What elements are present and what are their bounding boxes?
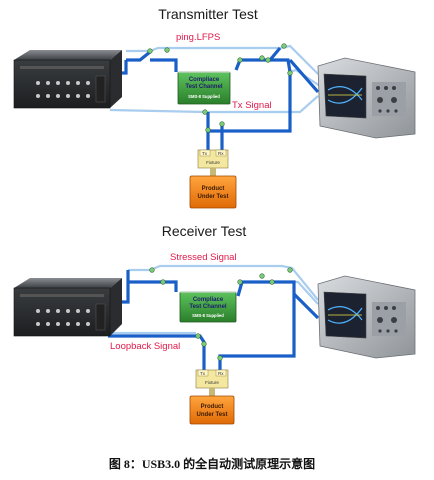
transmitter-section: Transmitter Test	[13, 6, 416, 209]
transmitter-test-channel-box: Compliace Test Channel SMS-8 Supplied	[177, 68, 231, 105]
receiver-title: Receiver Test	[162, 223, 247, 239]
figure-caption: 图 8：USB3.0 的全自动测试原理示意图	[109, 456, 315, 471]
receiver-dut-line1: Product	[201, 404, 224, 410]
transmitter-title: Transmitter Test	[158, 6, 258, 22]
transmitter-fixture-rx: Rx	[218, 151, 224, 156]
transmitter-fixture-label: Fixture	[206, 160, 220, 165]
receiver-fixture-label: Fixture	[205, 380, 219, 385]
receiver-channel-sub: SMS-8 Supplied	[192, 313, 224, 318]
receiver-junctions	[149, 267, 293, 361]
receiver-fixture-tx: Tx	[200, 371, 206, 376]
transmitter-channel-line2: Test Channel	[185, 84, 223, 90]
receiver-channel-line1: Compliace	[193, 297, 224, 303]
receiver-section: Receiver Test Stressed Signal Lo	[13, 223, 416, 425]
transmitter-fixture: Tx Rx Fixture	[197, 149, 229, 177]
receiver-dut-box: Product Under Test	[189, 395, 235, 425]
receiver-signal-generator	[13, 278, 122, 337]
transmitter-junctions	[147, 43, 293, 133]
transmitter-signal-top-label: ping.LFPS	[176, 32, 220, 43]
transmitter-oscilloscope	[317, 57, 416, 139]
receiver-oscilloscope	[317, 275, 416, 359]
receiver-dut-line2: Under Test	[197, 412, 228, 418]
receiver-fixture: Tx Rx Fixture	[195, 369, 229, 396]
receiver-fixture-rx: Rx	[218, 371, 224, 376]
transmitter-signal-generator	[13, 50, 122, 109]
transmitter-light-cables	[109, 44, 321, 114]
transmitter-dut-box: Product Under Test	[189, 175, 237, 209]
receiver-signal-bottom-label: Loopback Signal	[110, 341, 180, 352]
transmitter-channel-sub: SMS-8 Supplied	[188, 94, 220, 99]
receiver-test-channel-box: Compliace Test Channel SMS-8 Supplied	[179, 288, 237, 323]
transmitter-dut-line2: Under Test	[198, 194, 229, 200]
transmitter-dut-line1: Product	[202, 186, 225, 192]
transmitter-signal-bottom-label: Tx Signal	[232, 100, 272, 111]
receiver-signal-top-label: Stressed Signal	[170, 252, 237, 263]
transmitter-channel-line1: Compliace	[189, 77, 220, 83]
receiver-channel-line2: Test Channel	[189, 304, 227, 310]
transmitter-fixture-tx: Tx	[202, 151, 208, 156]
